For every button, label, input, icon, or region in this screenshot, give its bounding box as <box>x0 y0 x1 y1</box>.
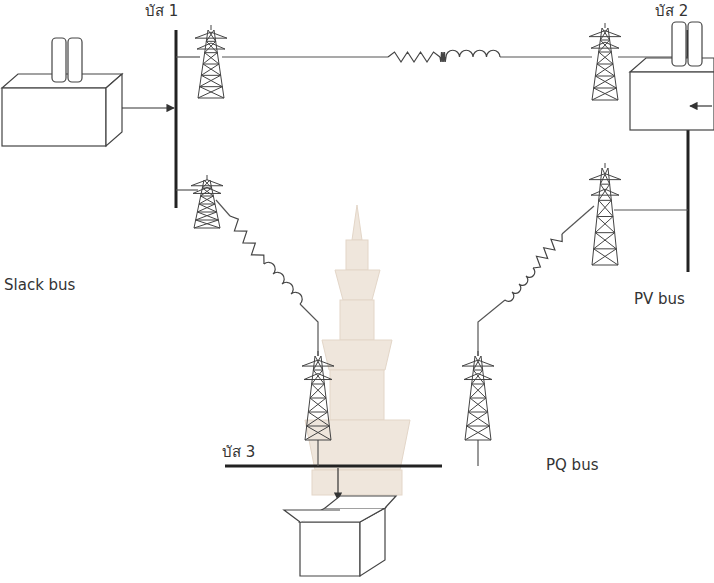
transmission-tower <box>302 351 334 440</box>
bus-type-label: PQ bus <box>546 456 598 474</box>
load-box <box>284 496 396 576</box>
transmission-tower <box>191 23 621 440</box>
transmission-wire <box>176 57 688 466</box>
inductor-symbol <box>446 50 500 57</box>
bus-type-label: Slack bus <box>4 276 75 294</box>
watermark-logo <box>305 205 410 495</box>
bus-bar <box>176 30 688 466</box>
bus-type-label: PV bus <box>634 290 685 308</box>
resistor-symbol <box>440 52 446 62</box>
resistor-symbol <box>529 231 566 271</box>
generator-symbol <box>2 22 714 146</box>
power-arrow <box>122 106 712 500</box>
bus-label: บัส 3 <box>222 443 255 461</box>
line-impedance <box>226 50 566 304</box>
resistor-symbol <box>226 213 268 267</box>
transmission-tower <box>191 175 223 228</box>
resistor-symbol <box>388 52 440 62</box>
inductor-symbol <box>505 268 537 304</box>
transmission-tower <box>462 351 494 440</box>
inductor-symbol <box>264 260 305 305</box>
transmission-tower <box>195 25 227 98</box>
bus-label: บัส 1 <box>145 2 178 20</box>
transmission-tower <box>589 23 621 100</box>
transmission-tower <box>589 163 621 265</box>
bus-label: บัส 2 <box>655 2 688 20</box>
